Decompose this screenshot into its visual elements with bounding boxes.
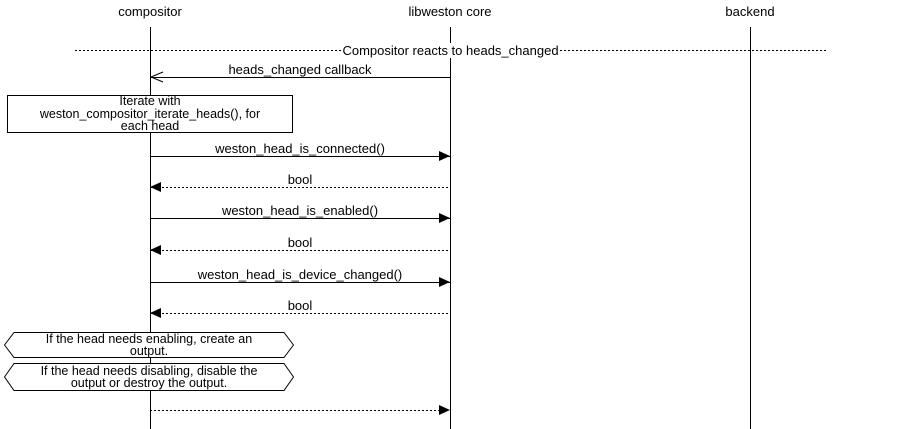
actor-label-backend: backend xyxy=(725,4,775,19)
divider-line-right xyxy=(559,49,827,51)
message-label: weston_head_is_device_changed() xyxy=(197,267,403,282)
message-line xyxy=(150,277,450,287)
filled-arrowhead-right-icon xyxy=(439,277,450,287)
message-label: weston_head_is_enabled() xyxy=(221,203,379,218)
filled-arrowhead-right-icon xyxy=(439,213,450,223)
filled-arrowhead-left-icon xyxy=(150,245,161,255)
divider: Compositor reacts to heads_changed xyxy=(75,42,827,58)
message-heads-changed-callback: heads_changed callback xyxy=(149,62,450,83)
note-iterate-heads: Iterate with weston_compositor_iterate_h… xyxy=(7,95,293,133)
hnote-disabling: If the head needs disabling, disable the… xyxy=(4,363,294,391)
hexagon-shape xyxy=(4,363,294,391)
message-line xyxy=(150,405,450,415)
message-line xyxy=(149,71,450,83)
message-line xyxy=(150,182,450,192)
message-label: bool xyxy=(287,172,313,187)
message-bool-return: bool xyxy=(150,172,450,192)
hexagon-shape xyxy=(4,332,294,358)
lifeline-compositor xyxy=(150,27,151,429)
message-line xyxy=(150,245,450,255)
message-line xyxy=(150,213,450,223)
message-weston-head-is-connected: weston_head_is_connected() xyxy=(150,141,450,161)
filled-arrowhead-right-icon xyxy=(439,151,450,161)
hnote-text: If the head needs disabling, disable the… xyxy=(40,363,258,390)
filled-arrowhead-left-icon xyxy=(150,182,161,192)
filled-arrowhead-left-icon xyxy=(150,308,161,318)
divider-label: Compositor reacts to heads_changed xyxy=(341,42,560,58)
actor-label-libweston-core: libweston core xyxy=(408,4,492,19)
actor-label-compositor: compositor xyxy=(118,4,182,19)
message-weston-head-is-enabled: weston_head_is_enabled() xyxy=(150,203,450,223)
divider-line-left xyxy=(75,49,342,51)
message-line xyxy=(150,151,450,161)
lifeline-libweston-core xyxy=(450,27,451,429)
message-final-return xyxy=(150,396,450,415)
message-label: bool xyxy=(287,235,313,250)
open-arrowhead-left-icon xyxy=(149,70,164,84)
message-bool-return: bool xyxy=(150,235,450,255)
message-label: heads_changed callback xyxy=(228,62,372,77)
message-label: weston_head_is_connected() xyxy=(215,141,385,156)
message-bool-return: bool xyxy=(150,298,450,318)
filled-arrowhead-right-icon xyxy=(439,405,450,415)
lifeline-backend xyxy=(750,27,751,429)
message-line xyxy=(150,308,450,318)
message-label: bool xyxy=(287,298,313,313)
hnote-enabling: If the head needs enabling, create an ou… xyxy=(4,332,294,358)
message-weston-head-is-device-changed: weston_head_is_device_changed() xyxy=(150,267,450,287)
message-label xyxy=(150,396,450,410)
hnote-text: If the head needs enabling, create an ou… xyxy=(45,331,253,358)
